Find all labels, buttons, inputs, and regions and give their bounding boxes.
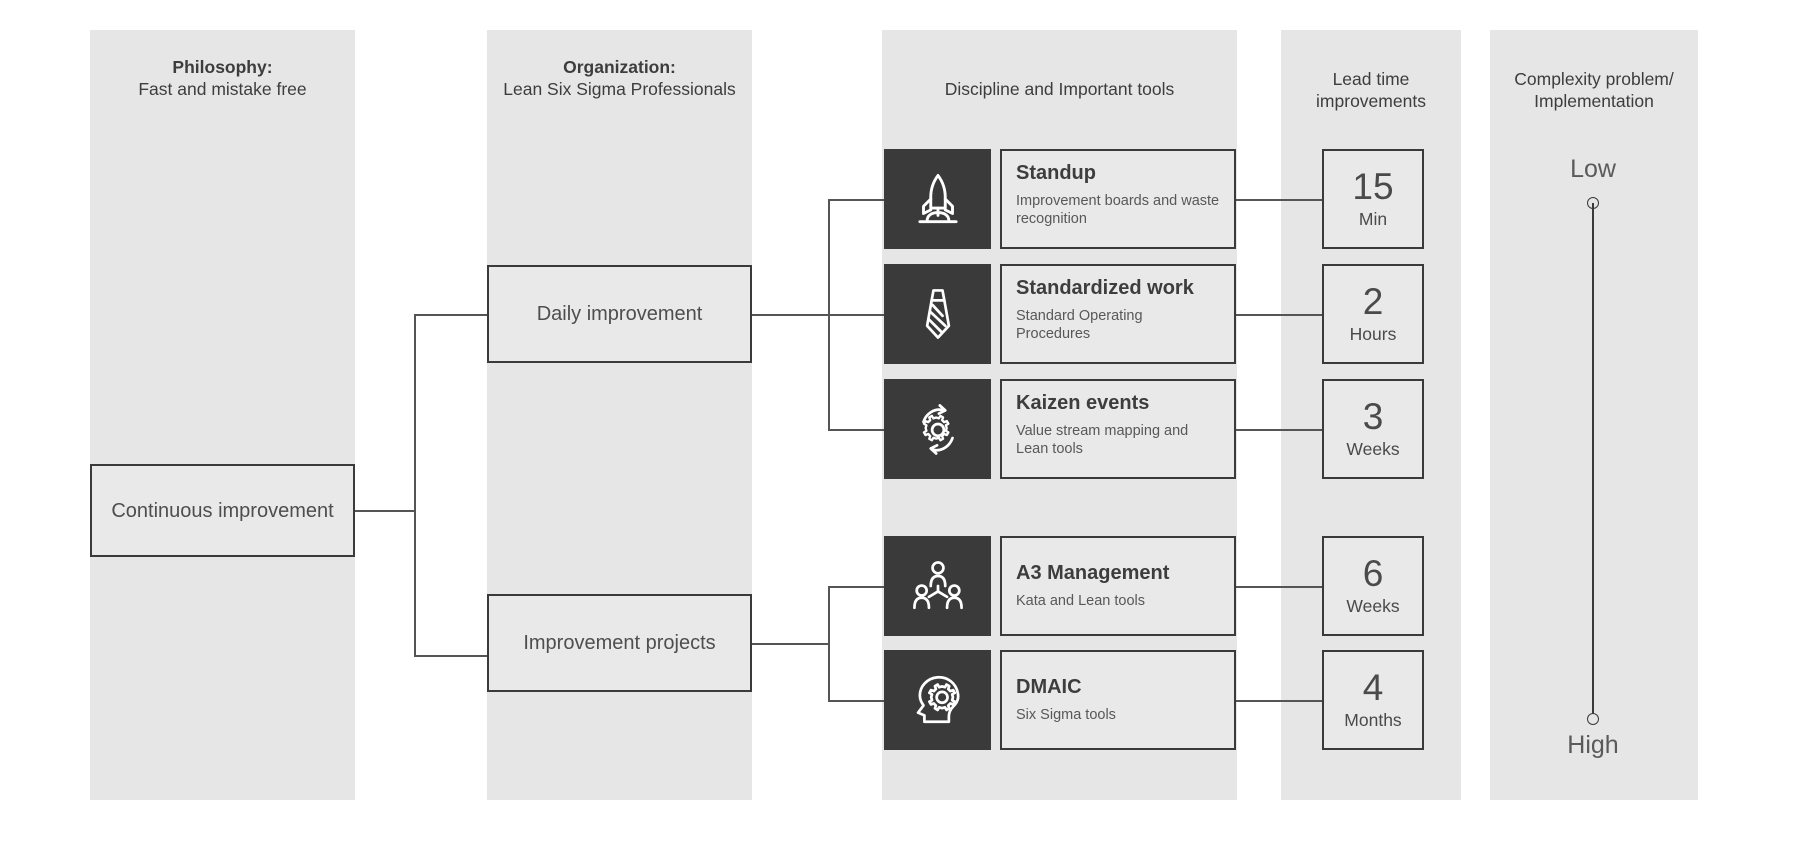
- lead-unit-standup: Min: [1358, 209, 1388, 229]
- complexity-low-label: Low: [1570, 155, 1616, 183]
- tool-subtitle-standup: Improvement boards and waste recognition: [1016, 193, 1220, 228]
- lead-unit-dmaic: Months: [1344, 710, 1402, 730]
- necktie-icon: [884, 264, 991, 364]
- connector-to-a3: [828, 586, 884, 588]
- node-continuous-improvement-label: Continuous improvement: [111, 499, 334, 522]
- lead-value-standardized-work: 2: [1362, 281, 1384, 322]
- rocket-icon: [884, 149, 991, 249]
- connector-standup-lead: [1230, 199, 1322, 201]
- column-leadtime-header: Lead time improvements: [1281, 68, 1461, 113]
- column-leadtime-title: Lead time: [1332, 69, 1410, 89]
- tool-title-dmaic: DMAIC: [1016, 675, 1082, 698]
- column-philosophy-header: Philosophy: Fast and mistake free: [90, 56, 355, 101]
- node-daily-improvement-label: Daily improvement: [536, 303, 703, 325]
- column-complexity: Complexity problem/ Implementation: [1490, 30, 1698, 800]
- connector-daily-out: [752, 314, 828, 316]
- lead-unit-a3-management: Weeks: [1346, 596, 1400, 616]
- connector-a3-lead: [1230, 586, 1322, 588]
- lead-value-dmaic: 4: [1362, 667, 1384, 708]
- column-complexity-subtitle: Implementation: [1534, 91, 1654, 112]
- lead-unit-kaizen-events: Weeks: [1346, 439, 1400, 459]
- tool-title-standardized-work: Standardized work: [1016, 277, 1194, 299]
- column-philosophy-title: Philosophy:: [172, 57, 273, 77]
- node-continuous-improvement[interactable]: Continuous improvement: [90, 464, 355, 557]
- connector-dmaic-lead: [1230, 700, 1322, 702]
- connector-to-standardized: [828, 314, 884, 316]
- connector-to-kaizen: [828, 429, 884, 431]
- tool-title-a3-management: A3 Management: [1016, 561, 1170, 584]
- lead-time-dmaic: 4 Months: [1322, 650, 1424, 750]
- connector-kaizen-lead: [1230, 429, 1322, 431]
- lead-value-kaizen-events: 3: [1362, 396, 1384, 437]
- column-organization-header: Organization: Lean Six Sigma Professiona…: [487, 56, 752, 101]
- complexity-axis-line: [1592, 203, 1594, 719]
- tool-card-standup[interactable]: Standup Improvement boards and waste rec…: [1000, 149, 1236, 249]
- lead-time-standardized-work: 2 Hours: [1322, 264, 1424, 364]
- head-gear-icon: [884, 650, 991, 750]
- column-organization-subtitle: Lean Six Sigma Professionals: [503, 79, 736, 100]
- connector-root-out: [355, 510, 414, 512]
- column-philosophy-subtitle: Fast and mistake free: [138, 79, 307, 100]
- tool-title-kaizen-events: Kaizen events: [1016, 392, 1150, 414]
- connector-standardized-lead: [1230, 314, 1322, 316]
- tool-card-a3-management[interactable]: A3 Management Kata and Lean tools: [1000, 536, 1236, 636]
- node-improvement-projects-label: Improvement projects: [523, 632, 716, 654]
- lead-time-a3-management: 6 Weeks: [1322, 536, 1424, 636]
- tool-subtitle-standardized-work: Standard Operating Procedures: [1016, 308, 1143, 343]
- complexity-high-label: High: [1567, 731, 1619, 759]
- column-leadtime-subtitle: improvements: [1316, 91, 1426, 112]
- connector-to-dmaic: [828, 700, 884, 702]
- node-improvement-projects[interactable]: Improvement projects: [487, 594, 752, 692]
- tool-subtitle-dmaic: Six Sigma tools: [1016, 706, 1116, 723]
- tool-card-standardized-work[interactable]: Standardized work Standard Operating Pro…: [1000, 264, 1236, 364]
- node-daily-improvement[interactable]: Daily improvement: [487, 265, 752, 363]
- tool-card-kaizen-events[interactable]: Kaizen events Value stream mapping and L…: [1000, 379, 1236, 479]
- column-philosophy: Philosophy: Fast and mistake free: [90, 30, 355, 800]
- gear-cycle-icon: [884, 379, 991, 479]
- connector-trunk-to-daily: [414, 314, 487, 316]
- tool-card-dmaic[interactable]: DMAIC Six Sigma tools: [1000, 650, 1236, 750]
- connector-trunk-to-projects: [414, 655, 487, 657]
- lead-value-standup: 15: [1352, 166, 1394, 207]
- column-complexity-header: Complexity problem/ Implementation: [1490, 68, 1698, 113]
- tool-subtitle-a3-management: Kata and Lean tools: [1016, 592, 1145, 609]
- connector-trunk-3: [828, 586, 830, 701]
- tool-subtitle-kaizen-events: Value stream mapping and Lean tools: [1016, 423, 1189, 458]
- lead-time-kaizen-events: 3 Weeks: [1322, 379, 1424, 479]
- connector-trunk-1: [414, 314, 416, 656]
- lead-unit-standardized-work: Hours: [1349, 324, 1397, 344]
- tool-title-standup: Standup: [1016, 162, 1096, 184]
- column-complexity-title: Complexity problem/: [1514, 69, 1674, 89]
- lead-value-a3-management: 6: [1362, 553, 1384, 594]
- complexity-high-marker: [1587, 713, 1599, 725]
- team-icon: [884, 536, 991, 636]
- lead-time-standup: 15 Min: [1322, 149, 1424, 249]
- column-discipline-title: Discipline and Important tools: [944, 79, 1175, 99]
- connector-projects-out: [752, 643, 828, 645]
- column-organization-title: Organization:: [563, 57, 676, 77]
- connector-to-standup: [828, 199, 884, 201]
- column-discipline-header: Discipline and Important tools: [882, 78, 1237, 100]
